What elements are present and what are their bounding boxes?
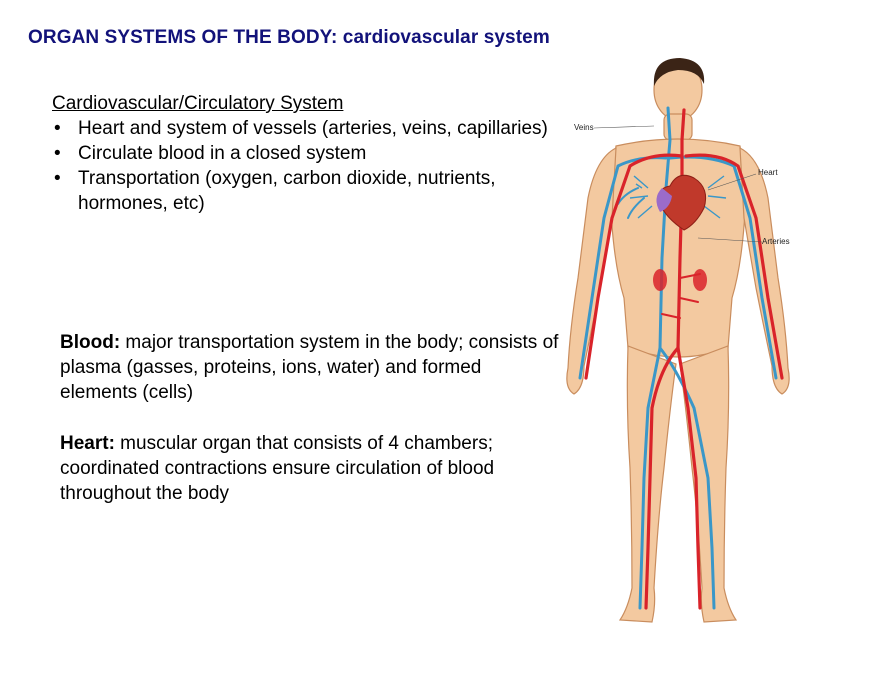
cardiovascular-section: Cardiovascular/Circulatory System • Heart… <box>52 91 552 216</box>
heart-paragraph: Heart: muscular organ that consists of 4… <box>60 431 560 506</box>
lung-vessels <box>629 175 727 219</box>
bullet-text: Transportation (oxygen, carbon dioxide, … <box>78 168 496 214</box>
heart-chamber <box>656 188 672 212</box>
bullet-item: • Circulate blood in a closed system <box>52 141 552 166</box>
bullet-list: • Heart and system of vessels (arteries, … <box>52 116 552 216</box>
blood-description: major transportation system in the body;… <box>60 332 559 403</box>
veins-label: Veins <box>574 123 594 132</box>
blood-term: Blood: <box>60 332 121 353</box>
bullet-dot: • <box>54 143 61 164</box>
arteries-label: Arteries <box>762 237 790 246</box>
section-heading: Cardiovascular/Circulatory System <box>52 93 344 114</box>
bullet-item: • Transportation (oxygen, carbon dioxide,… <box>52 166 552 216</box>
bullet-dot: • <box>54 168 61 189</box>
left-kidney <box>653 269 667 291</box>
figure-labels: Veins Heart Arteries <box>574 123 790 246</box>
blood-paragraph: Blood: major transportation system in th… <box>60 330 560 405</box>
hair <box>653 58 705 86</box>
bullet-item: • Heart and system of vessels (arteries, … <box>52 116 552 141</box>
heart-term: Heart: <box>60 433 115 454</box>
arteries <box>584 108 784 610</box>
right-kidney <box>693 269 707 291</box>
bullet-text: Circulate blood in a closed system <box>78 143 367 164</box>
heart-label: Heart <box>758 168 778 177</box>
circulatory-system-illustration: Veins Heart Arteries <box>566 58 790 623</box>
bullet-dot: • <box>54 118 61 139</box>
bullet-text: Heart and system of vessels (arteries, v… <box>78 118 548 139</box>
slide-title: ORGAN SYSTEMS OF THE BODY: cardiovascula… <box>28 27 550 48</box>
heart-description: muscular organ that consists of 4 chambe… <box>60 433 495 504</box>
